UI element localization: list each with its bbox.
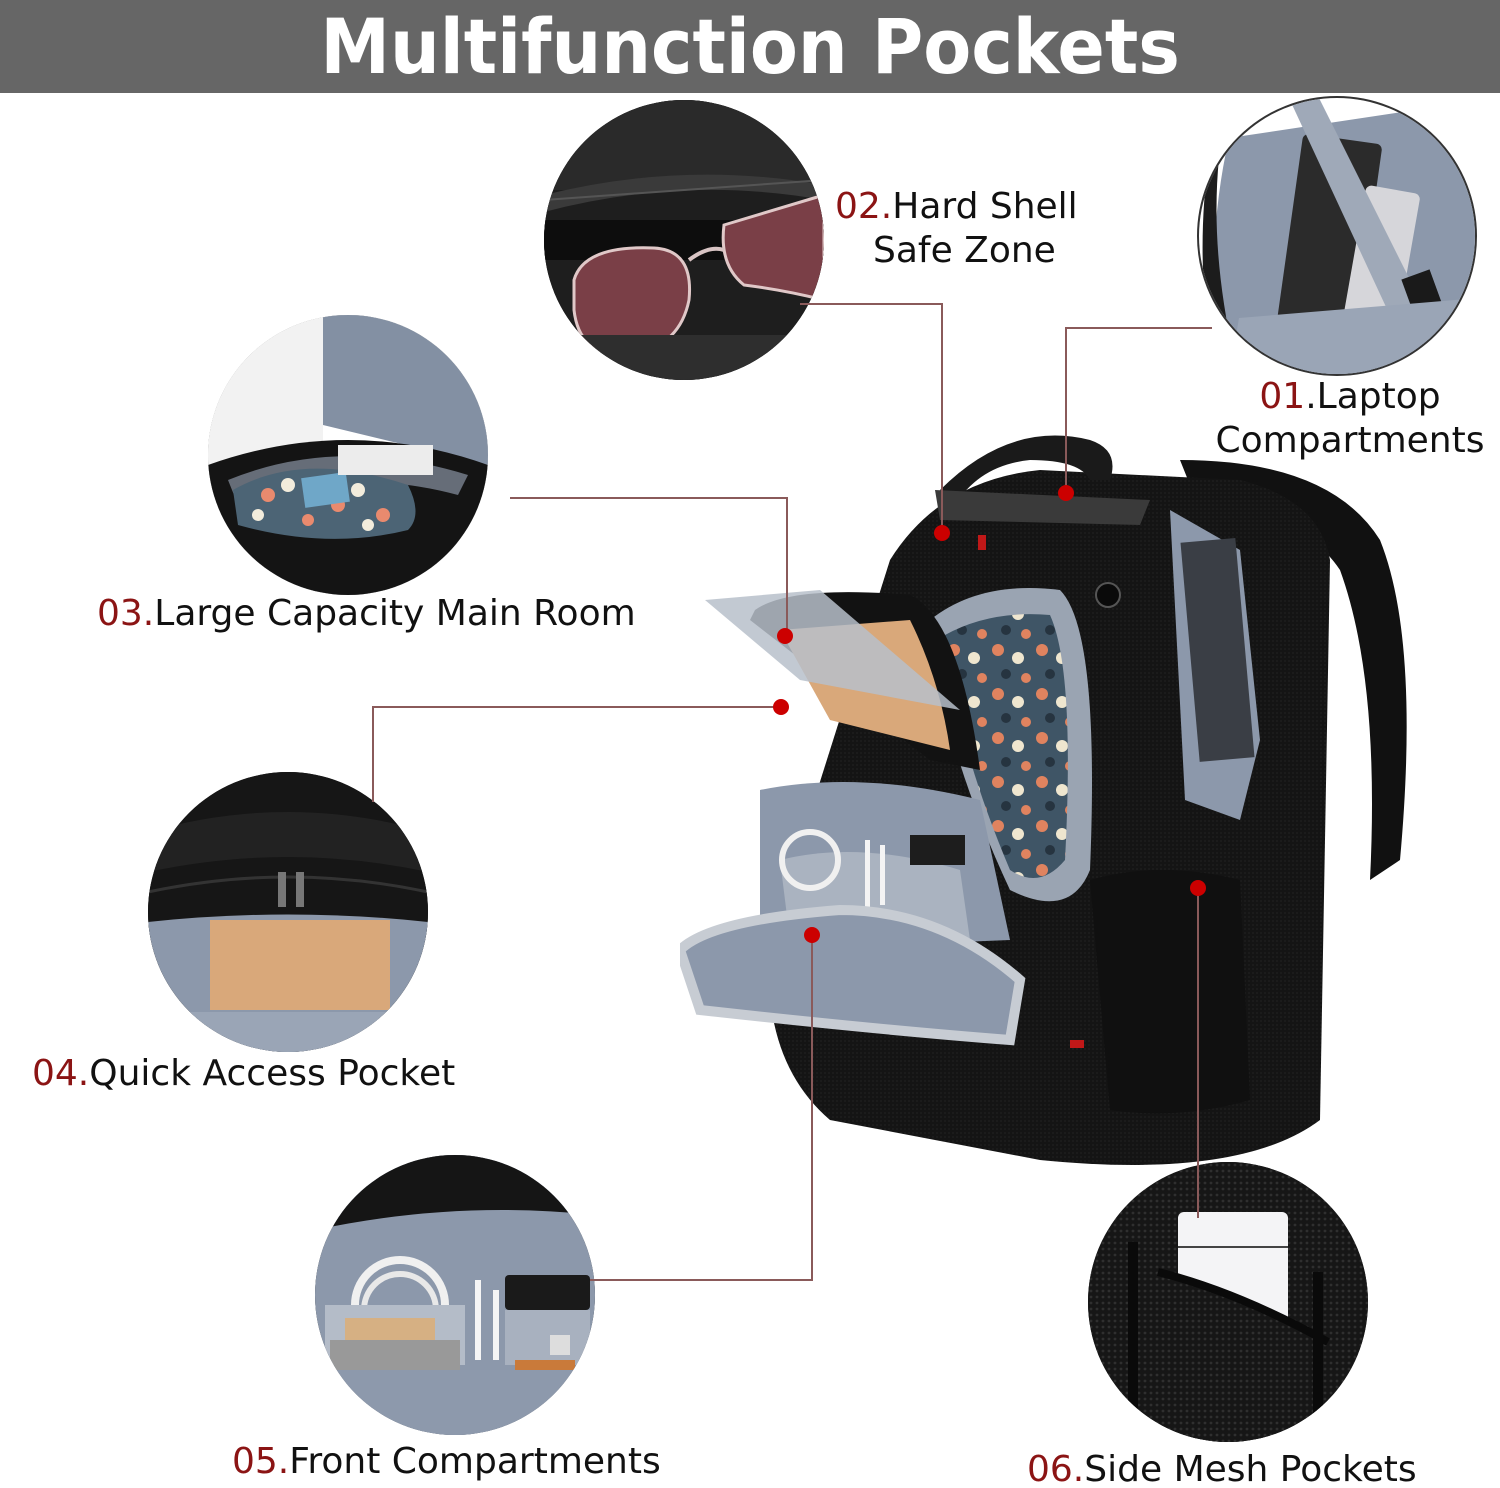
connector-05-horizontal — [590, 1279, 813, 1281]
connector-01-vertical — [1065, 327, 1067, 493]
feature-05-number: 05. — [232, 1441, 290, 1482]
feature-06-label: 06.Side Mesh Pockets — [1027, 1448, 1417, 1488]
feature-01-number: 01 — [1259, 376, 1306, 417]
feature-05-image — [315, 1155, 595, 1435]
feature-06-image — [1088, 1162, 1368, 1442]
marker-dot-01 — [1058, 485, 1074, 501]
backpack-icon — [674, 435, 1407, 1165]
header-banner: Multifunction Pockets — [0, 0, 1500, 93]
page-title: Multifunction Pockets — [320, 1, 1180, 91]
feature-02-title-line1: Hard Shell — [892, 186, 1078, 227]
feature-06-title: Side Mesh Pockets — [1084, 1449, 1417, 1488]
connector-02-horizontal — [800, 303, 943, 305]
marker-dot-06 — [1190, 880, 1206, 896]
feature-01-label: 01.Laptop Compartments — [1215, 376, 1485, 461]
connector-05-vertical — [811, 935, 813, 1281]
feature-03-label: 03.Large Capacity Main Room — [97, 592, 636, 636]
connector-03-horizontal — [510, 497, 788, 499]
usb-port-icon — [1095, 582, 1121, 608]
water-bottle-icon — [1088, 1162, 1368, 1442]
connector-01-horizontal — [1066, 327, 1212, 329]
sunglasses-icon — [544, 100, 824, 380]
organizer-icon — [315, 1155, 595, 1435]
feature-04-title: Quick Access Pocket — [89, 1053, 456, 1094]
feature-04-label: 04.Quick Access Pocket — [32, 1052, 455, 1096]
feature-01-title-line1: Laptop — [1316, 376, 1441, 417]
backpack-product-image — [674, 420, 1420, 1180]
marker-dot-03 — [777, 628, 793, 644]
connector-03-vertical — [786, 497, 788, 636]
feature-04-image — [148, 772, 428, 1052]
marker-dot-02 — [934, 525, 950, 541]
connector-04-horizontal — [373, 706, 781, 708]
feature-04-number: 04. — [32, 1053, 90, 1094]
feature-02-image — [544, 100, 824, 380]
connector-04-vertical — [372, 706, 374, 802]
laptop-sleeve-icon — [1199, 98, 1475, 374]
notebook-pocket-icon — [148, 772, 428, 1052]
marker-dot-04 — [773, 699, 789, 715]
connector-06-vertical — [1197, 888, 1199, 1218]
feature-03-number: 03. — [97, 593, 155, 634]
connector-02-vertical — [941, 303, 943, 533]
feature-02-label: 02.Hard Shell Safe Zone — [835, 185, 1078, 273]
feature-05-title: Front Compartments — [289, 1441, 661, 1482]
feature-02-title-line2: Safe Zone — [873, 229, 1056, 271]
feature-03-image — [208, 315, 488, 595]
marker-dot-05 — [804, 927, 820, 943]
feature-02-number: 02. — [835, 186, 893, 227]
feature-01-title-line2: Compartments — [1215, 419, 1485, 461]
feature-06-number: 06. — [1027, 1449, 1085, 1488]
feature-01-image — [1197, 96, 1477, 376]
feature-05-label: 05.Front Compartments — [232, 1440, 661, 1484]
floral-pouch-icon — [208, 315, 488, 595]
feature-03-title: Large Capacity Main Room — [154, 593, 636, 634]
